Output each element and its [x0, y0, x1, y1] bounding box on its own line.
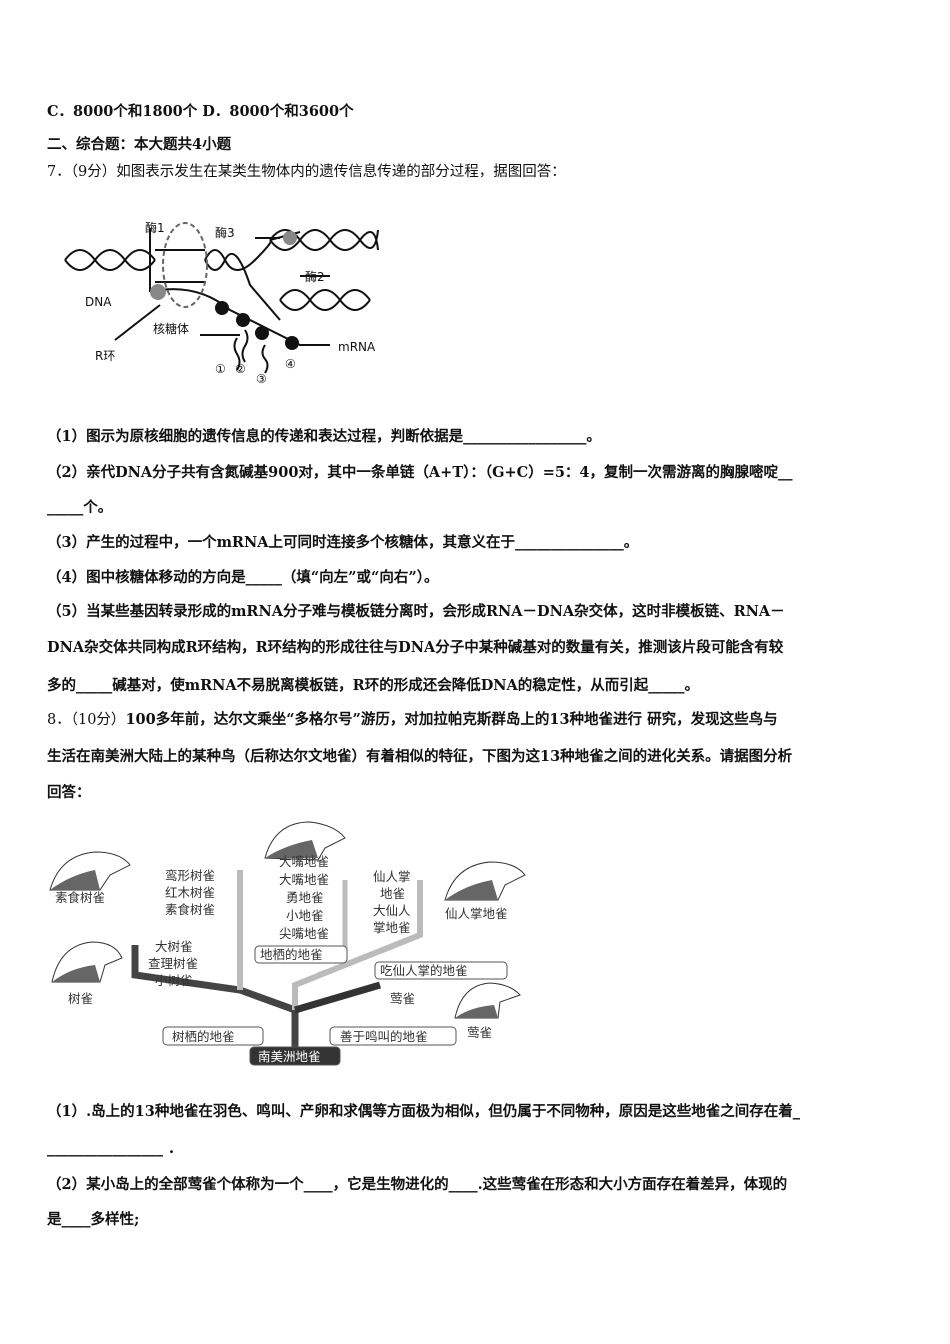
q7-part2-cont: _____个。 [47, 499, 113, 516]
genetic-info-diagram: 酶1 酶3 酶2 DNA 核糖体 R环 mRNA ① ② ③ ④ [64, 220, 379, 386]
label-warbler-branch: 莺雀 [390, 991, 415, 1006]
q8-part2-cont: 是____多样性; [47, 1211, 140, 1228]
label-1: ① [215, 362, 226, 376]
box-ground-finch: 地栖的地雀 [260, 947, 323, 962]
box-tree-finch: 树栖的地雀 [172, 1029, 235, 1044]
q8-part1: （1）.岛上的13种地雀在羽色、鸣叫、产卵和求偶等方面极为相似，但仍属于不同物种… [47, 1103, 801, 1120]
label-enzyme2: 酶2 [305, 269, 325, 284]
stem-text: 如图表示发生在某类生物体内的遗传信息传递的部分过程，据图回答： [116, 164, 566, 180]
species-label: 勇地雀 [286, 890, 324, 905]
species-label: 大嘴地雀 [279, 872, 329, 887]
label-4: ④ [285, 357, 296, 371]
label-ribosome: 核糖体 [153, 321, 189, 336]
q7-part5-cont1: DNA杂交体共同构成R环结构，R环结构的形成往往与DNA分子中某种碱基对的数量有… [47, 639, 784, 656]
q7-part5: （5）当某些基因转录形成的mRNA分子难与模板链分离时，会形成RNA－DNA杂交… [47, 603, 785, 620]
q7-part2: （2）亲代DNA分子共有含氮碱基900对，其中一条单链（A+T）：（G+C）=5… [47, 464, 793, 481]
box-singing-finch: 善于鸣叫的地雀 [340, 1029, 428, 1044]
label-enzyme1: 酶1 [145, 220, 165, 235]
species-label: 大仙人 [373, 903, 411, 918]
label-seed-tree-finch: 素食树雀 [55, 890, 105, 905]
question-7-stem: 7．（9分）如图表示发生在某类生物体内的遗传信息传递的部分过程，据图回答： [47, 163, 566, 181]
stem-text: 100多年前，达尔文乘坐“多格尔号”游历，对加拉帕克斯群岛上的13种地雀进行 研… [125, 711, 778, 728]
species-label: 小地雀 [286, 908, 324, 923]
species-label: 尖嘴地雀 [279, 926, 329, 941]
q7-part5-cont2: 多的_____碱基对，使mRNA不易脱离模板链，R环的形成还会降低DNA的稳定性… [47, 677, 700, 694]
box-cactus-finch: 吃仙人掌的地雀 [380, 963, 468, 978]
question-8-stem: 8．（10分）100多年前，达尔文乘坐“多格尔号”游历，对加拉帕克斯群岛上的13… [47, 711, 778, 729]
label-2: ② [235, 362, 246, 376]
section-heading: 二、综合题：本大题共4小题 [47, 136, 232, 153]
options-cd: C．8000个和1800个 D．8000个和3600个 [47, 103, 354, 120]
species-label: 小树雀 [155, 973, 193, 988]
species-label: 大树雀 [155, 939, 193, 954]
label-rloop: R环 [95, 349, 115, 363]
finch-evolution-diagram: 素食树雀 鸾形树雀 红木树雀 素食树雀 大嘴地雀 大嘴地雀 勇地雀 小地雀 尖嘴… [49, 821, 526, 1066]
species-label: 掌地雀 [373, 920, 411, 935]
q8-part2: （2）某小岛上的全部莺雀个体称为一个____，它是生物进化的____.这些莺雀在… [47, 1176, 788, 1193]
q8-part1-cont: ________________ ． [47, 1140, 183, 1157]
question-number: 7．（9分） [47, 164, 117, 180]
question-number: 8．（10分） [47, 712, 126, 728]
species-label: 素食树雀 [165, 902, 215, 917]
box-root-finch: 南美洲地雀 [258, 1049, 321, 1064]
species-label: 地雀 [380, 886, 405, 901]
q8-stem-cont2: 回答： [47, 784, 91, 801]
species-label: 红木树雀 [165, 885, 215, 900]
species-label: 查理树雀 [148, 956, 198, 971]
q7-part1: （1）图示为原核细胞的遗传信息的传递和表达过程，判断依据是___________… [47, 428, 601, 445]
q8-stem-cont1: 生活在南美洲大陆上的某种鸟（后称达尔文地雀）有着相似的特征，下图为这13种地雀之… [47, 748, 793, 765]
label-warbler-finch: 莺雀 [467, 1025, 492, 1040]
label-dna: DNA [85, 295, 112, 309]
label-tree-finch: 树雀 [68, 991, 93, 1006]
species-label: 大嘴地雀 [279, 854, 329, 869]
label-mrna: mRNA [338, 340, 376, 354]
species-label: 鸾形树雀 [165, 868, 215, 883]
q7-part3: （3）产生的过程中，一个mRNA上可同时连接多个核糖体，其意义在于_______… [47, 534, 639, 551]
label-3: ③ [256, 372, 267, 386]
q7-part4: （4）图中核糖体移动的方向是_____（填“向左”或“向右”）。 [47, 569, 439, 586]
label-enzyme3: 酶3 [215, 225, 235, 240]
label-cactus-finch: 仙人掌地雀 [445, 906, 508, 921]
species-label: 仙人掌 [373, 869, 411, 884]
